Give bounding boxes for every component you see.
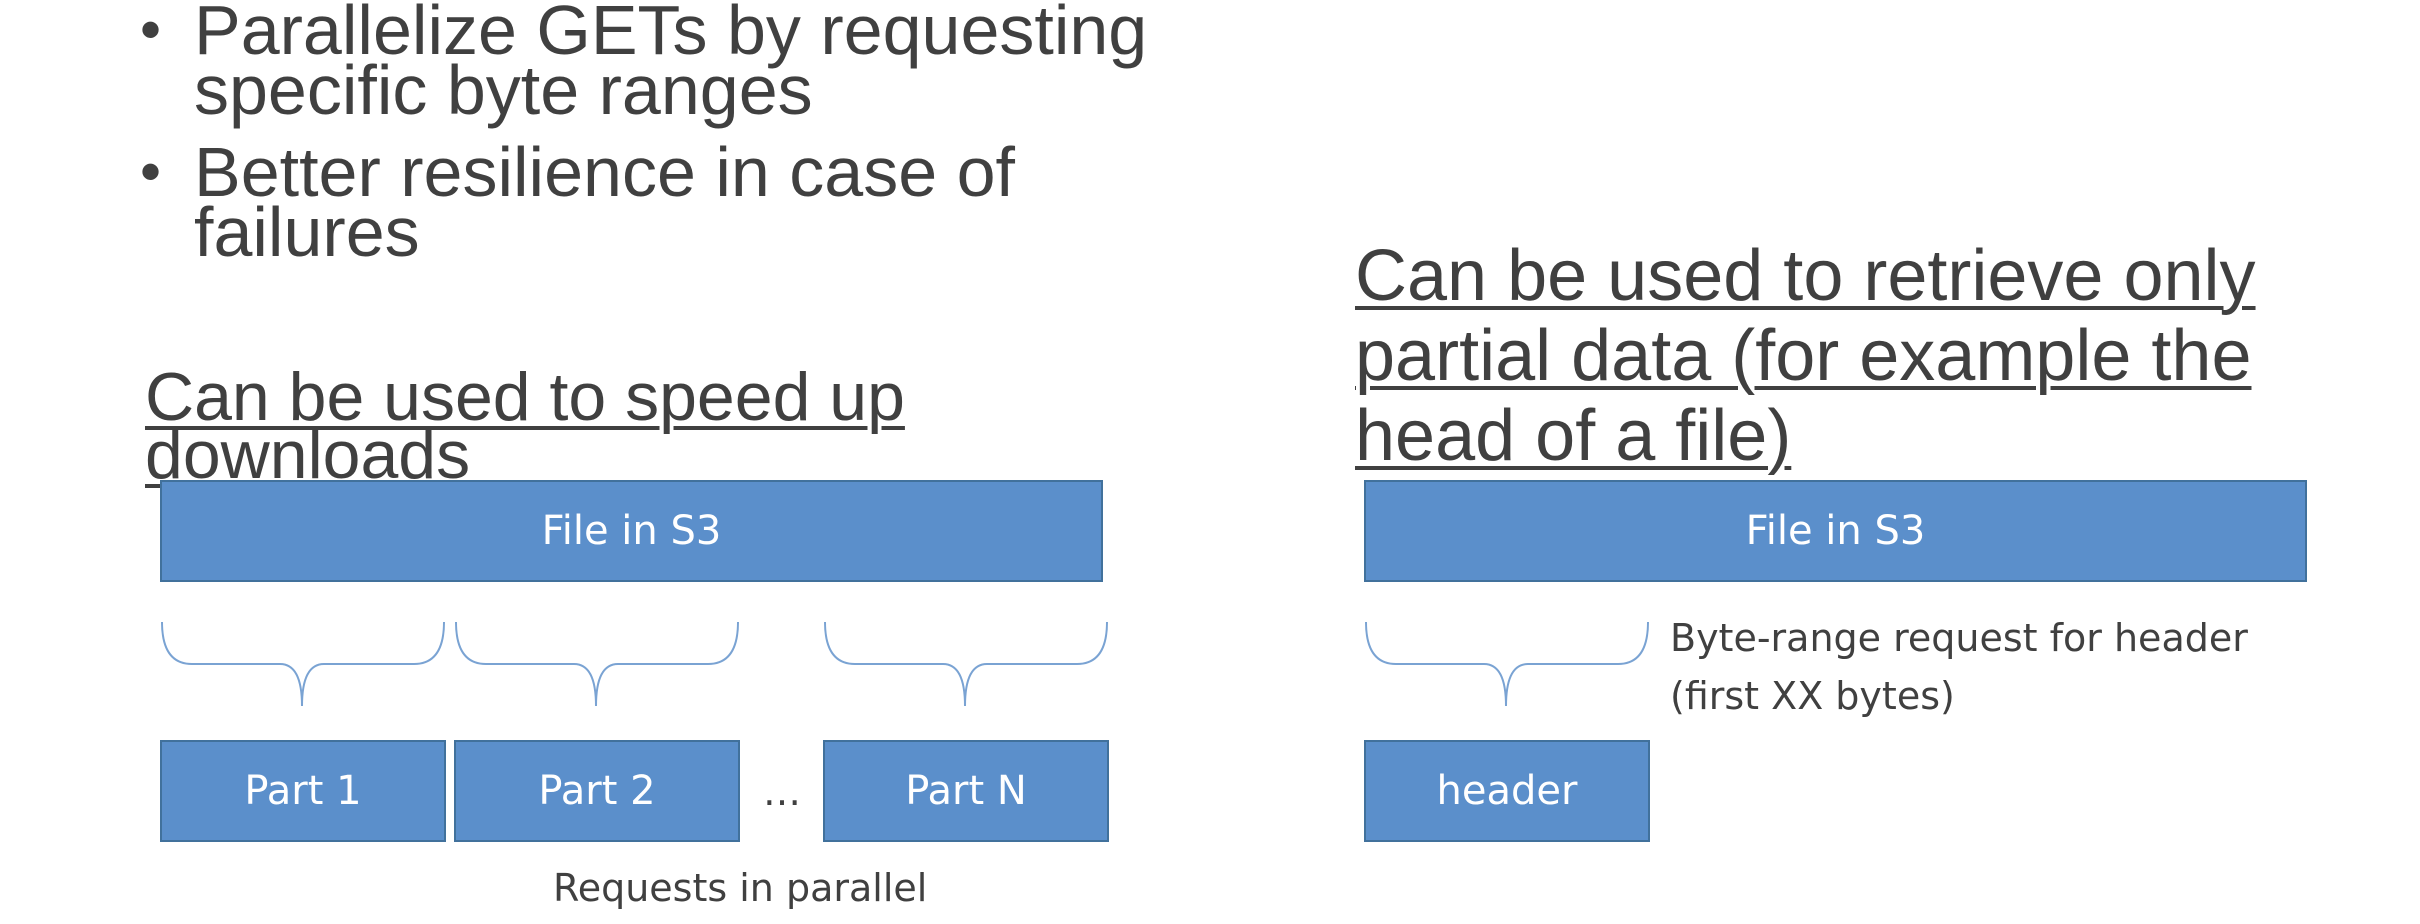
- left-heading: Can be used to speed up downloads: [145, 359, 905, 493]
- bullet-list: • Parallelize GETs by requesting specifi…: [140, 0, 1220, 284]
- right-file-label: File in S3: [1745, 508, 1926, 554]
- part-label: Part N: [905, 768, 1027, 814]
- parts-ellipsis: …: [763, 770, 801, 814]
- requests-caption: Requests in parallel: [553, 866, 928, 910]
- part-box-n: Part N: [823, 740, 1109, 842]
- brace-header: [1365, 621, 1649, 707]
- header-label: header: [1436, 768, 1578, 814]
- byte-range-annotation-line2: (first XX bytes): [1670, 674, 1955, 718]
- byte-range-annotation-line1: Byte-range request for header: [1670, 616, 2248, 660]
- bullet-item: • Better resilience in case of failures: [140, 137, 1220, 267]
- right-heading: Can be used to retrieve only partial dat…: [1355, 236, 2256, 476]
- bullet-text: Parallelize GETs by requesting specific …: [194, 0, 1148, 129]
- brace-part-2: [455, 621, 739, 707]
- header-box: header: [1364, 740, 1650, 842]
- part-box-2: Part 2: [454, 740, 740, 842]
- brace-part-n: [824, 621, 1108, 707]
- bullet-dot: •: [140, 0, 162, 63]
- left-file-box: File in S3: [160, 480, 1103, 582]
- part-label: Part 2: [538, 768, 656, 814]
- bullet-dot: •: [140, 138, 162, 205]
- bullet-text: Better resilience in case of failures: [194, 133, 1015, 271]
- part-box-1: Part 1: [160, 740, 446, 842]
- bullet-item: • Parallelize GETs by requesting specifi…: [140, 0, 1220, 125]
- left-file-label: File in S3: [541, 508, 722, 554]
- part-label: Part 1: [244, 768, 362, 814]
- brace-part-1: [161, 621, 445, 707]
- right-file-box: File in S3: [1364, 480, 2307, 582]
